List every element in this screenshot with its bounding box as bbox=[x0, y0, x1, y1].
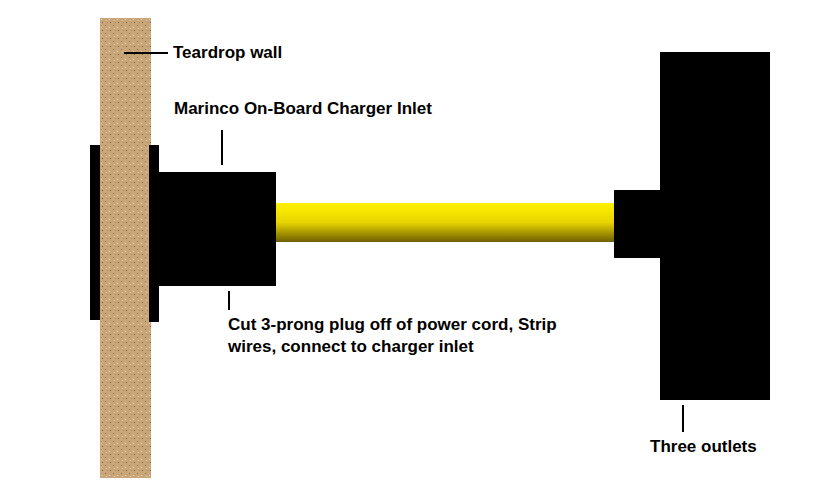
leader-line bbox=[228, 291, 230, 310]
leader-line bbox=[682, 405, 684, 432]
outlet-plug bbox=[614, 190, 662, 258]
teardrop-wall bbox=[100, 18, 151, 478]
leader-line bbox=[221, 130, 223, 165]
wall-label: Teardrop wall bbox=[173, 42, 282, 64]
power-cord bbox=[276, 203, 616, 242]
inlet-label: Marinco On-Board Charger Inlet bbox=[174, 98, 432, 120]
inlet-flange bbox=[149, 145, 159, 322]
charger-inlet bbox=[159, 172, 276, 286]
outlets-label: Three outlets bbox=[650, 436, 757, 458]
inlet-flange bbox=[90, 145, 100, 320]
outlet-box bbox=[660, 52, 770, 400]
instruction-note: Cut 3-prong plug off of power cord, Stri… bbox=[228, 314, 603, 358]
leader-line bbox=[124, 52, 168, 54]
